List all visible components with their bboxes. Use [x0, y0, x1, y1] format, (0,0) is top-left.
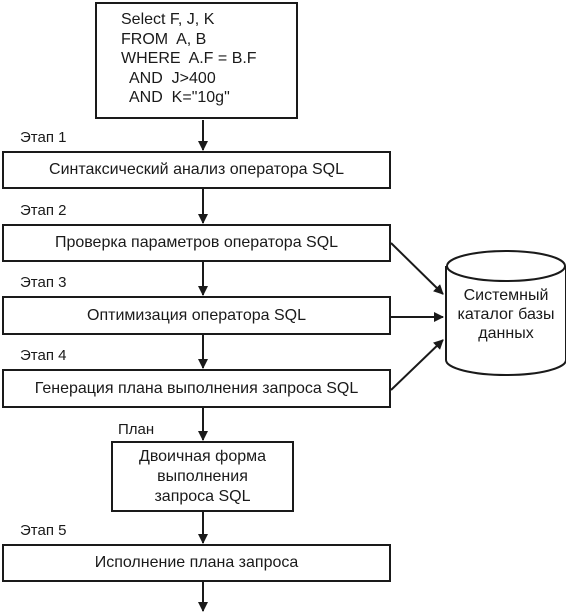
sql-query-line: WHERE A.F = B.F	[121, 50, 257, 67]
stage-4-box: Генерация плана выполнения запроса SQL	[2, 369, 391, 408]
sql-query-line: AND J>400	[121, 69, 216, 87]
database-cylinder-icon	[445, 250, 566, 376]
stage-5-text: Исполнение плана запроса	[94, 554, 299, 571]
sql-query-box: Select F, J, K FROM A, B WHERE A.F = B.F…	[95, 2, 298, 119]
catalog-text-line: Системный	[463, 287, 549, 304]
catalog-text-line: каталог базы	[457, 306, 555, 323]
sql-query-line: Select F, J, K	[121, 11, 215, 28]
plan-text-line: Двоичная форма	[138, 447, 267, 465]
plan-label: План	[118, 421, 155, 438]
sql-query-line: AND K="10g"	[121, 89, 230, 106]
stage-4-text: Генерация плана выполнения запроса SQL	[34, 379, 359, 397]
stage-1-box: Синтаксический анализ оператора SQL	[2, 151, 391, 189]
arrow-stage2-to-catalog	[390, 242, 444, 295]
plan-text-line: запроса SQL	[154, 487, 251, 505]
system-catalog-label: Системный каталог базы данных	[446, 286, 566, 343]
stage-3-box: Оптимизация оператора SQL	[2, 296, 391, 335]
stage-1-text: Синтаксический анализ оператора SQL	[49, 161, 344, 178]
plan-box: Двоичная форма выполнения запроса SQL	[111, 441, 294, 512]
stage-3-label: Этап 3	[20, 274, 67, 291]
stage-2-text: Проверка параметров оператора SQL	[54, 234, 339, 251]
stage-2-label: Этап 2	[20, 202, 67, 219]
plan-text-line: выполнения	[157, 467, 248, 485]
stage-3-text: Оптимизация оператора SQL	[87, 306, 306, 324]
catalog-text-line: данных	[478, 325, 534, 342]
stage-5-label: Этап 5	[20, 522, 67, 539]
stage-1-label: Этап 1	[20, 129, 67, 146]
stage-5-box: Исполнение плана запроса	[2, 544, 391, 582]
arrow-stage4-to-catalog	[390, 339, 444, 391]
stage-2-box: Проверка параметров оператора SQL	[2, 224, 391, 262]
sql-query-line: FROM A, B	[121, 30, 207, 48]
stage-4-label: Этап 4	[20, 347, 67, 364]
